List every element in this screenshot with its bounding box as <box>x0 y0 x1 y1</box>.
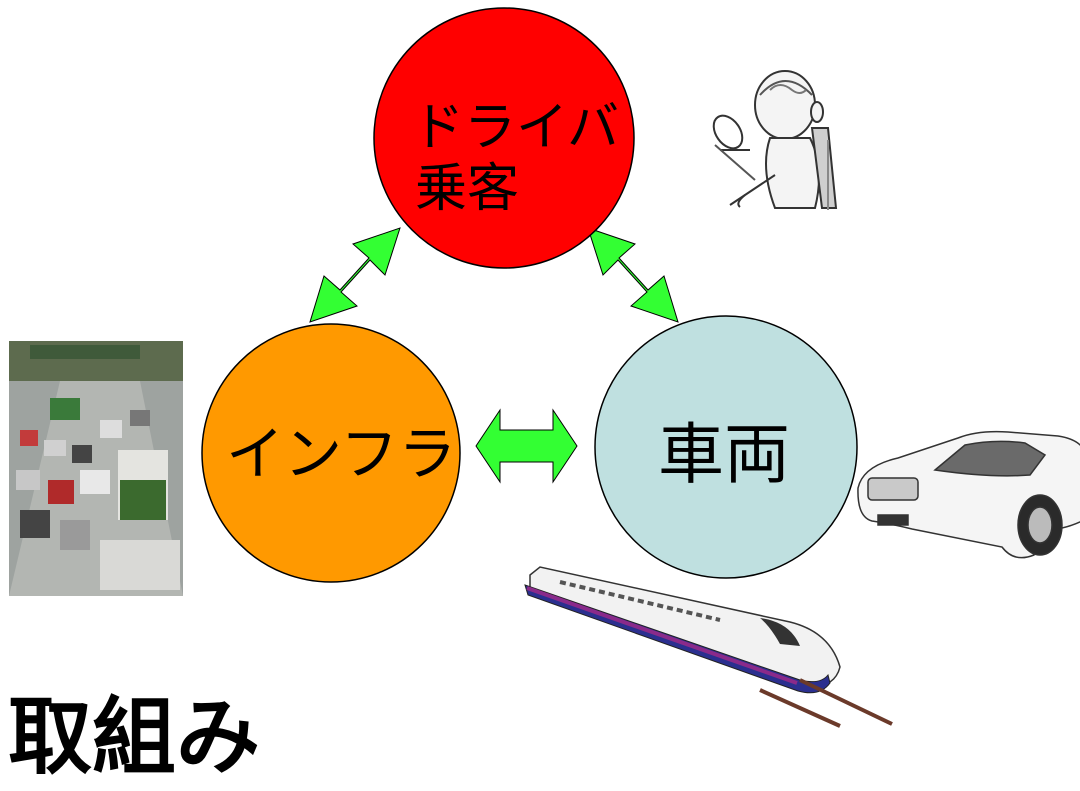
vehicle-label: 車両 <box>658 416 790 493</box>
driver-label-line1: ドライバ <box>412 98 619 158</box>
diagram-canvas <box>9 7 1080 728</box>
arrow-infra-vehicle <box>475 408 578 484</box>
traffic-jam-photo <box>9 341 183 596</box>
driver-seated-icon <box>712 70 838 210</box>
bullet-train-icon <box>524 566 893 728</box>
infra-label: インフラ <box>226 420 457 488</box>
sedan-car-icon <box>857 430 1080 559</box>
driver-label-line2: 乗客 <box>415 159 520 219</box>
arrow-driver-infra <box>309 227 401 323</box>
arrow-driver-vehicle <box>587 227 679 323</box>
vehicle-circle <box>594 315 858 579</box>
infra-circle <box>201 323 461 583</box>
driver-circle <box>373 7 635 269</box>
